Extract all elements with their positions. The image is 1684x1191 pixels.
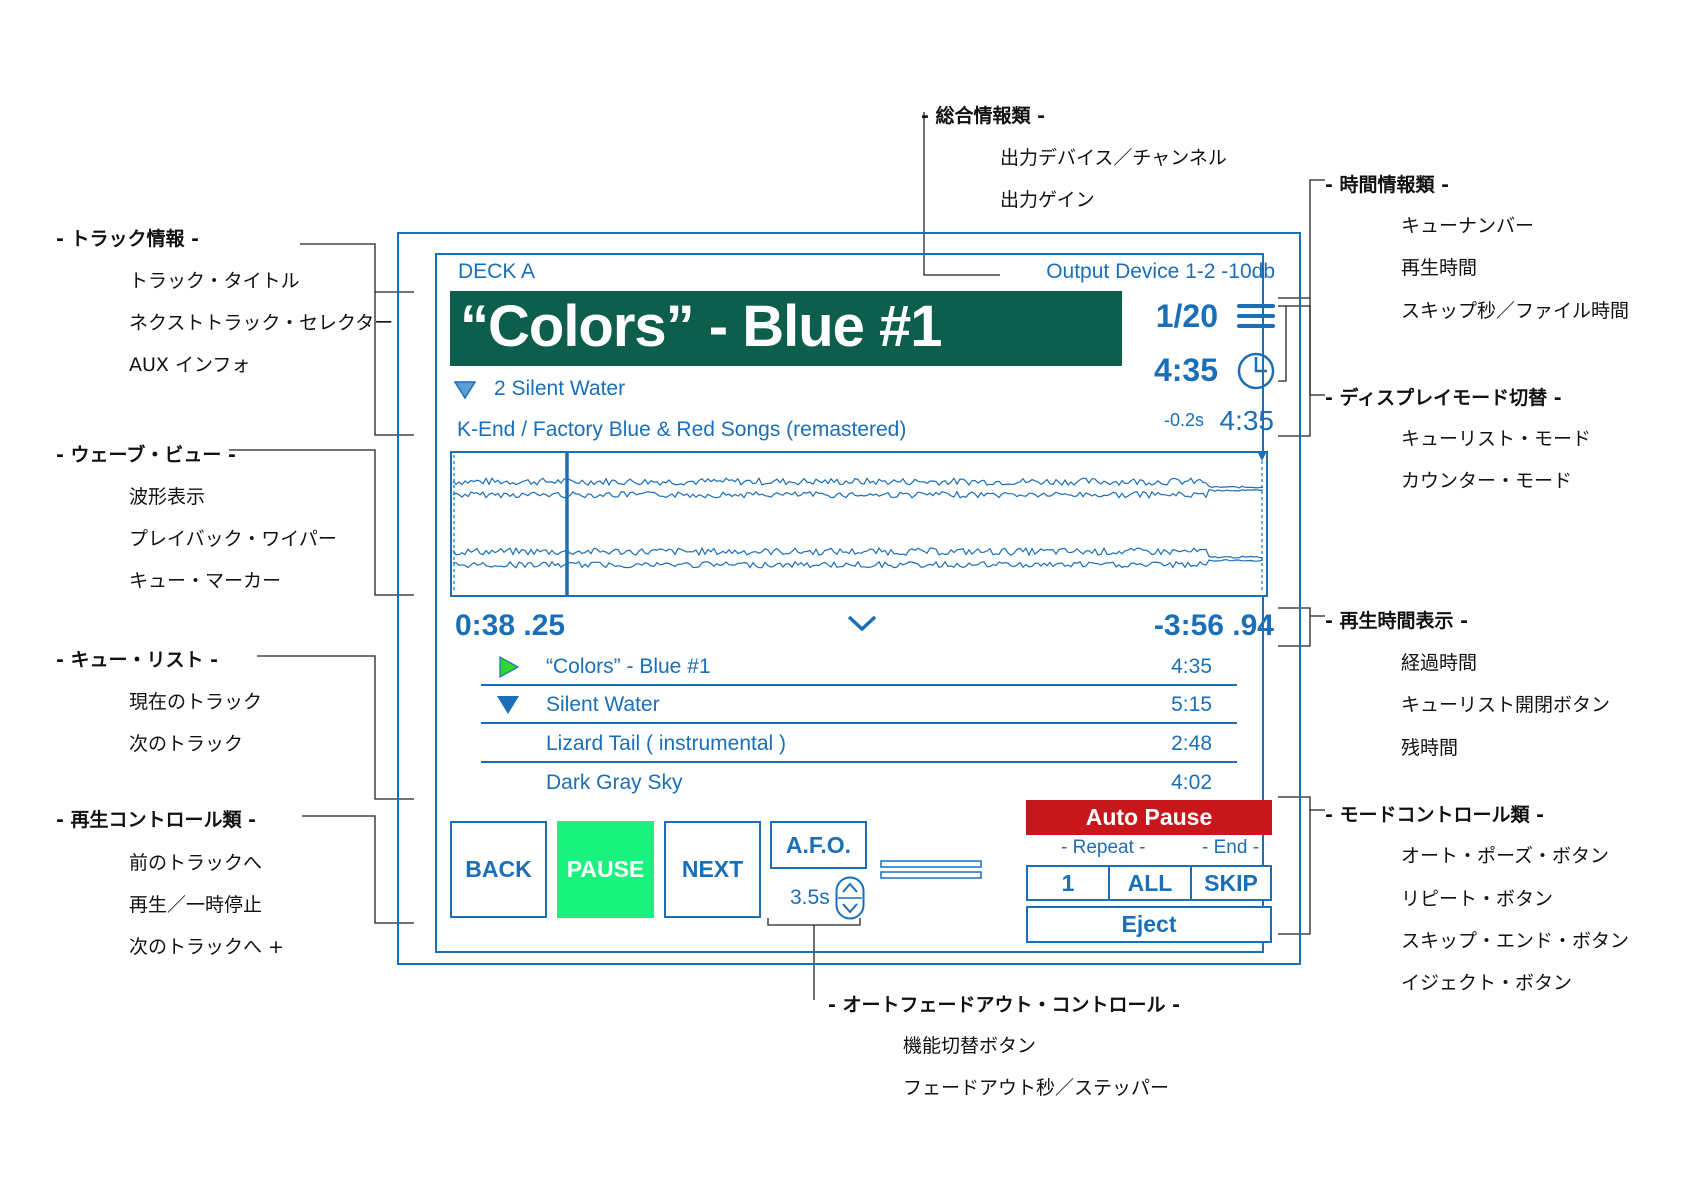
wave-view-title: - ウェーブ・ビュー - [56, 444, 236, 466]
track-title: “Colors” - Blue #1 [460, 294, 943, 359]
playback-controls-item-1: 前のトラックへ [129, 852, 263, 874]
mode-controls-item-1: オート・ポーズ・ボタン [1401, 845, 1610, 867]
display-mode-title: - ディスプレイモード切替 - [1325, 387, 1562, 409]
afo-stepper-icon[interactable] [835, 876, 865, 920]
wave-view-item-2: プレイバック・ワイパー [129, 528, 337, 550]
back-button[interactable]: BACK [450, 821, 547, 918]
next-track-selector[interactable]: 2 Silent Water [494, 377, 626, 400]
wave-view-item-3: キュー・マーカー [129, 570, 282, 592]
aux-info: K-End / Factory Blue & Red Songs (remast… [457, 418, 907, 441]
remaining-time: -3:56 .94 [1153, 609, 1274, 642]
general-info-item-1: 出力デバイス／チャンネル [1000, 147, 1227, 169]
pause-button[interactable]: PAUSE [557, 821, 654, 918]
play-duration: 4:35 [1153, 352, 1218, 388]
cue-item-3-title[interactable]: Lizard Tail ( instrumental ) [546, 732, 787, 755]
auto-fade-out-item-1: 機能切替ボタン [903, 1035, 1037, 1057]
next-track-marker-icon [497, 696, 519, 714]
track-info-item-2: ネクストトラック・セレクター [129, 312, 394, 334]
skip-end-button[interactable]: SKIP [1190, 865, 1272, 901]
track-info-item-1: トラック・タイトル [129, 270, 300, 292]
cue-item-3-time: 2:48 [1171, 732, 1212, 755]
deck-panel [435, 253, 1264, 953]
cue-divider [481, 722, 1237, 724]
eject-button[interactable]: Eject [1026, 906, 1272, 943]
deck-name: DECK A [458, 260, 536, 283]
cue-item-4-title[interactable]: Dark Gray Sky [546, 771, 683, 794]
time-info-item-2: 再生時間 [1401, 257, 1478, 279]
counter-mode-icon[interactable] [1236, 351, 1276, 391]
time-info-title: - 時間情報類 - [1325, 174, 1450, 196]
skip-seconds: -0.2s [1164, 410, 1205, 430]
cue-item-1-title[interactable]: “Colors” - Blue #1 [546, 655, 711, 678]
output-fader[interactable] [880, 858, 982, 882]
mode-controls-item-2: リピート・ボタン [1401, 888, 1554, 910]
cue-list-toggle-chevron-icon[interactable] [846, 613, 878, 633]
end-label: - End - [1202, 837, 1260, 858]
auto-pause-button[interactable]: Auto Pause [1026, 800, 1272, 835]
general-info-title: - 総合情報類 - [921, 105, 1046, 127]
repeat-all-button[interactable]: ALL [1108, 865, 1192, 901]
cue-divider [481, 684, 1237, 686]
cue-item-1-time: 4:35 [1171, 655, 1212, 678]
time-info-item-1: キューナンバー [1401, 215, 1535, 237]
afo-seconds: 3.5s [790, 886, 830, 909]
play-time-display-item-3: 残時間 [1401, 737, 1459, 759]
track-info-item-3: AUX インフォ [129, 354, 251, 376]
cue-list-mode-icon[interactable] [1236, 301, 1276, 331]
cue-item-4-time: 4:02 [1171, 771, 1212, 794]
cue-list-item-2: 次のトラック [129, 733, 244, 755]
playback-controls-item-2: 再生／一時停止 [129, 894, 263, 916]
play-time-display-item-1: 経過時間 [1401, 652, 1478, 674]
cue-list-title: - キュー・リスト - [56, 649, 219, 671]
display-mode-item-2: カウンター・モード [1401, 470, 1573, 492]
track-title-bar: “Colors” - Blue #1 [450, 291, 1122, 366]
file-time: 4:35 [1219, 405, 1275, 436]
next-button[interactable]: NEXT [664, 821, 761, 918]
track-info-title: - トラック情報 - [56, 228, 200, 250]
cue-divider [481, 761, 1237, 763]
next-track-selector-icon[interactable] [454, 381, 476, 399]
mode-controls-title: - モードコントロール類 - [1325, 804, 1545, 826]
play-time-display-title: - 再生時間表示 - [1325, 610, 1469, 632]
play-time-display-item-2: キューリスト開閉ボタン [1401, 694, 1611, 716]
cue-list-item-1: 現在のトラック [129, 691, 263, 713]
auto-fade-out-title: - オートフェードアウト・コントロール - [828, 994, 1181, 1016]
playback-controls-title: - 再生コントロール類 - [56, 809, 257, 831]
time-info-item-3: スキップ秒／ファイル時間 [1401, 300, 1630, 322]
cue-number: 1/20 [1155, 298, 1218, 334]
waveform-view[interactable] [450, 451, 1268, 597]
display-mode-item-1: キューリスト・モード [1401, 428, 1592, 450]
auto-fade-out-item-2: フェードアウト秒／ステッパー [903, 1077, 1170, 1099]
playback-controls-item-3: 次のトラックへ + [129, 936, 284, 958]
repeat-one-button[interactable]: 1 [1026, 865, 1110, 901]
mode-controls-item-4: イジェクト・ボタン [1401, 972, 1573, 994]
repeat-label: - Repeat - [1061, 837, 1146, 858]
cue-item-2-title[interactable]: Silent Water [546, 693, 660, 716]
current-track-play-icon [499, 656, 520, 678]
output-device: Output Device 1-2 -10db [1046, 260, 1275, 283]
cue-item-2-time: 5:15 [1171, 693, 1212, 716]
afo-toggle-button[interactable]: A.F.O. [770, 821, 867, 869]
device-outer-frame [397, 232, 1301, 965]
wave-view-item-1: 波形表示 [129, 486, 206, 508]
elapsed-time: 0:38 .25 [455, 609, 566, 642]
general-info-item-2: 出力ゲイン [1000, 189, 1095, 211]
mode-controls-item-3: スキップ・エンド・ボタン [1401, 930, 1630, 952]
